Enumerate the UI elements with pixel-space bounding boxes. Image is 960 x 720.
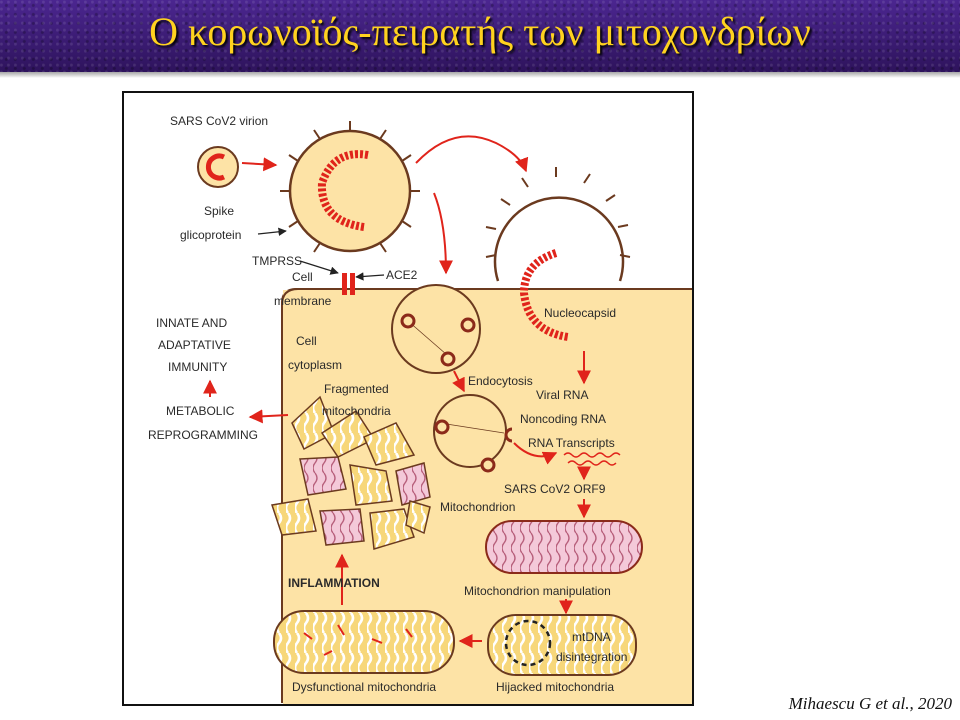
title-banner bbox=[0, 0, 960, 72]
cytoplasm-label-2: cytoplasm bbox=[288, 358, 342, 372]
cell-membrane-line bbox=[281, 288, 692, 703]
endosome-1 bbox=[391, 284, 481, 374]
membrane-label-2: membrane bbox=[274, 294, 332, 308]
manipulation-label: Mitochondrion manipulation bbox=[464, 584, 611, 598]
tmprss-label: TMPRSS bbox=[252, 254, 302, 268]
dysfunctional-label: Dysfunctional mitochondria bbox=[292, 680, 436, 694]
noncoding-rna-label: Noncoding RNA bbox=[520, 412, 606, 426]
ace2-receptor bbox=[342, 273, 355, 295]
mitochondria-hijack-diagram: SARS CoV2 virion Spike glicoprotein TMPR… bbox=[148, 114, 693, 705]
immunity-label-2: ADAPTATIVE bbox=[158, 338, 231, 352]
arrow-to-metabolic bbox=[248, 409, 289, 424]
tmprss-pointer bbox=[299, 260, 339, 275]
pink-mitochondrion bbox=[485, 520, 643, 574]
rna-transcripts-label: RNA Transcripts bbox=[528, 436, 615, 450]
endosome-2 bbox=[433, 394, 513, 473]
fragmented-label-1: Fragmented bbox=[324, 382, 389, 396]
inflammation-label: INFLAMMATION bbox=[288, 576, 380, 590]
mtdna-label-2: disintegration bbox=[556, 650, 627, 664]
nucleocapsid-label: Nucleocapsid bbox=[544, 306, 616, 320]
small-virion bbox=[197, 146, 239, 188]
ace2-label: ACE2 bbox=[386, 268, 418, 282]
arrow-to-endocytosis bbox=[433, 192, 453, 275]
citation: Mihaescu G et al., 2020 bbox=[788, 694, 952, 713]
fragmented-label-2: mitochondria bbox=[322, 404, 391, 418]
endocytosis-label: Endocytosis bbox=[468, 374, 533, 388]
spike-label-2: glicoprotein bbox=[180, 228, 241, 242]
immunity-label-3: IMMUNITY bbox=[168, 360, 227, 374]
mitochondrion-label: Mitochondrion bbox=[440, 500, 515, 514]
arrow-to-budding-virion bbox=[415, 135, 529, 173]
diagram-frame: SARS CoV2 virion Spike glicoprotein TMPR… bbox=[122, 91, 694, 706]
slide-title: Ο κορωνοϊός-πειρατής των μιτοχονδρίων bbox=[149, 9, 811, 54]
arrow-endocytosis bbox=[452, 370, 465, 393]
viral-rna-label: Viral RNA bbox=[536, 388, 588, 402]
virion-label: SARS CoV2 virion bbox=[170, 114, 268, 128]
mtdna-label-1: mtDNA bbox=[572, 630, 611, 644]
dysfunctional-mitochondrion bbox=[273, 610, 455, 674]
arrow-endosome-transcripts bbox=[513, 442, 558, 465]
immunity-label-1: INNATE AND bbox=[156, 316, 227, 330]
metabolic-label-2: REPROGRAMMING bbox=[148, 428, 258, 442]
metabolic-label-1: METABOLIC bbox=[166, 404, 235, 418]
rna-squiggle-1 bbox=[563, 452, 621, 458]
spike-pointer bbox=[257, 227, 287, 236]
ace2-pointer bbox=[355, 272, 385, 281]
membrane-label-1: Cell bbox=[292, 270, 313, 284]
rna-squiggle-2 bbox=[567, 460, 617, 466]
hijacked-mitochondrion bbox=[487, 614, 637, 676]
title-banner-shadow bbox=[0, 72, 960, 78]
large-virion bbox=[280, 121, 420, 253]
hijacked-label: Hijacked mitochondria bbox=[496, 680, 614, 694]
budding-virion bbox=[485, 167, 631, 341]
orf9-label: SARS CoV2 ORF9 bbox=[504, 482, 606, 496]
arrow-virion-bind bbox=[241, 157, 278, 172]
fragmented-mitochondria bbox=[271, 395, 431, 550]
cytoplasm-label-1: Cell bbox=[296, 334, 317, 348]
spike-label-1: Spike bbox=[204, 204, 234, 218]
